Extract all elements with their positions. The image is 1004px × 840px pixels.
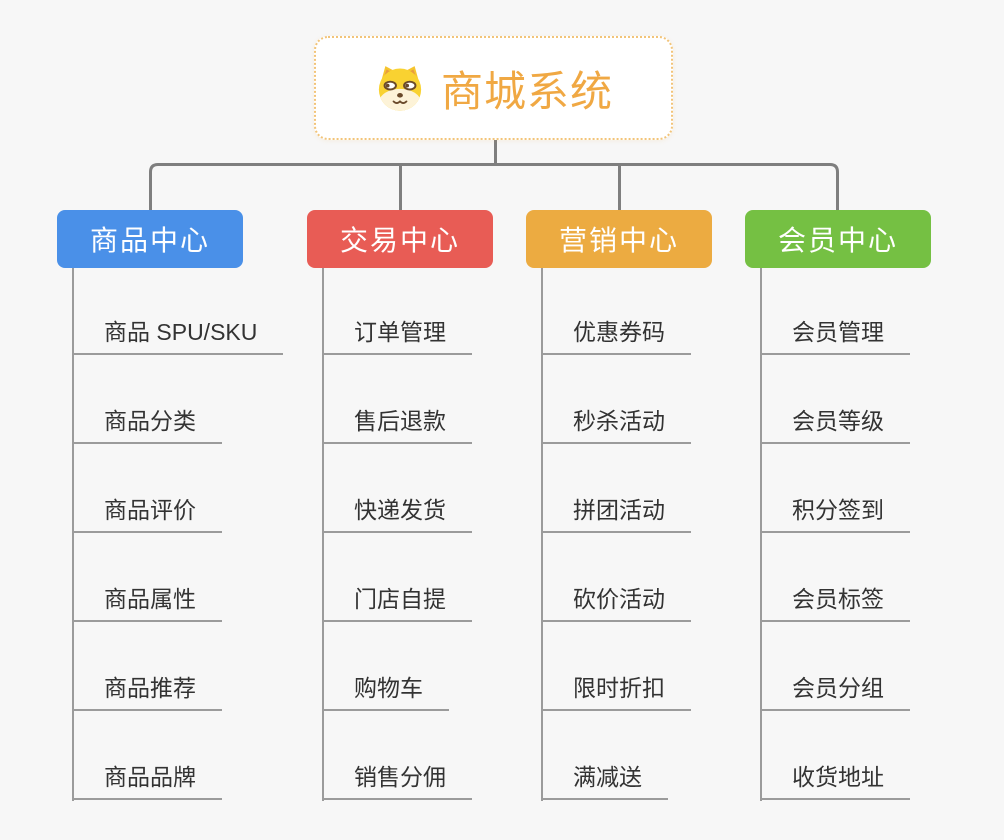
branch-marketing-center: 营销中心 优惠券码 秒杀活动 拼团活动 砍价活动 限时折扣 满减送 (526, 210, 756, 812)
leaf-node[interactable]: 积分签到 (760, 496, 910, 533)
leaf-node[interactable]: 订单管理 (322, 318, 472, 355)
leaf-node[interactable]: 收货地址 (760, 763, 910, 800)
root-title: 商城系统 (440, 67, 613, 115)
leaf-node[interactable]: 优惠券码 (541, 318, 691, 355)
leaf-node[interactable]: 会员标签 (760, 585, 910, 622)
leaf-node[interactable]: 商品评价 (72, 496, 222, 533)
leaf-node[interactable]: 商品属性 (72, 585, 222, 622)
branch-node-marketing-center[interactable]: 营销中心 (526, 210, 712, 268)
leaf-node[interactable]: 销售分佣 (322, 763, 472, 800)
leaf-node[interactable]: 会员管理 (760, 318, 910, 355)
branch-trade-center: 交易中心 订单管理 售后退款 快递发货 门店自提 购物车 销售分佣 (307, 210, 537, 812)
leaf-node[interactable]: 售后退款 (322, 407, 472, 444)
branch-label: 营销中心 (558, 225, 679, 256)
branch-node-product-center[interactable]: 商品中心 (57, 210, 243, 268)
leaf-node[interactable]: 砍价活动 (541, 585, 691, 622)
branch-label: 商品中心 (89, 225, 210, 256)
root-node[interactable]: 商城系统 (314, 36, 673, 140)
leaf-node[interactable]: 拼团活动 (541, 496, 691, 533)
leaf-node[interactable]: 快递发货 (322, 496, 472, 533)
leaf-node[interactable]: 商品 SPU/SKU (72, 318, 284, 355)
dog-face-icon (374, 64, 426, 112)
leaf-node[interactable]: 购物车 (322, 674, 449, 711)
branch-member-center: 会员中心 会员管理 会员等级 积分签到 会员标签 会员分组 收货地址 (745, 210, 975, 812)
branch-label: 交易中心 (339, 225, 460, 256)
leaf-node[interactable]: 会员分组 (760, 674, 910, 711)
leaf-node[interactable]: 商品推荐 (72, 674, 222, 711)
leaf-node[interactable]: 满减送 (541, 763, 668, 800)
leaf-node[interactable]: 限时折扣 (541, 674, 691, 711)
branch-product-center: 商品中心 商品 SPU/SKU 商品分类 商品评价 商品属性 商品推荐 商品品牌 (57, 210, 287, 812)
branch-node-member-center[interactable]: 会员中心 (745, 210, 931, 268)
branch-node-trade-center[interactable]: 交易中心 (307, 210, 493, 268)
leaf-node[interactable]: 商品分类 (72, 407, 222, 444)
leaf-node[interactable]: 秒杀活动 (541, 407, 691, 444)
branch-label: 会员中心 (777, 225, 898, 256)
leaf-node[interactable]: 门店自提 (322, 585, 472, 622)
leaf-node[interactable]: 会员等级 (760, 407, 910, 444)
leaf-node[interactable]: 商品品牌 (72, 763, 222, 800)
